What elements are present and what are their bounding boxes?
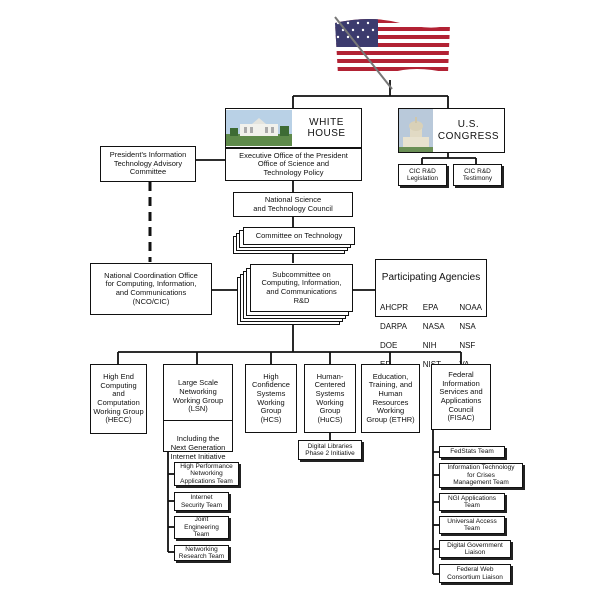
congress-title: U.S. CONGRESS: [437, 119, 500, 142]
fisac-team-label: Universal Access Team: [447, 517, 497, 532]
fisac-team-label: FedStats Team: [450, 448, 494, 456]
cic-legislation-box: CIC R&D Legislation: [398, 164, 447, 186]
pitac-label: President's Information Technology Advis…: [109, 150, 187, 177]
committee-technology-box: Committee on Technology: [243, 227, 355, 245]
hucs-box: Human- Centered Systems Working Group (H…: [304, 364, 356, 433]
agency-name: DOE: [380, 340, 398, 350]
lsn-team-label: Networking Research Team: [178, 545, 225, 560]
fisac-team-label: Federal Web Consortium Liaison: [447, 566, 503, 581]
cic-testimony-box: CIC R&D Testimony: [453, 164, 502, 186]
congress-box: U.S. CONGRESS: [398, 108, 505, 153]
hecc-label: High End Computing and Computation Worki…: [93, 372, 144, 425]
lsn-team-box: Joint Engineering Team: [174, 516, 229, 539]
digital-libraries-box: Digital Libraries Phase 2 Initiative: [298, 440, 362, 460]
lsn-box: Large Scale Networking Working Group (LS…: [163, 364, 233, 460]
hecc-box: High End Computing and Computation Worki…: [90, 364, 147, 434]
hucs-label: Human- Centered Systems Working Group (H…: [314, 371, 346, 424]
fisac-team-box: Universal Access Team: [439, 516, 505, 534]
lsn-team-label: High Performance Networking Applications…: [180, 462, 233, 485]
lsn-team-label: Internet Security Team: [180, 494, 223, 509]
lsn-team-label: Joint Engineering Team: [184, 516, 219, 539]
agency-name: NSA: [459, 322, 476, 332]
capitol-photo-icon: [399, 109, 433, 152]
fisac-team-label: NGI Applications Team: [447, 494, 497, 509]
executive-office-box: Executive Office of the President Office…: [225, 148, 362, 181]
agency-name: NOAA: [459, 303, 482, 313]
pitac-box: President's Information Technology Advis…: [100, 146, 196, 182]
fisac-box: Federal Information Services and Applica…: [431, 364, 491, 430]
agency-name: DARPA: [380, 322, 407, 332]
lsn-team-box: High Performance Networking Applications…: [174, 462, 239, 486]
subcommittee-box: Subcommittee on Computing, Information, …: [250, 264, 353, 312]
participating-agencies-box: Participating Agencies AHCPR DARPA DOE E…: [375, 259, 487, 369]
ngi-label: Including the Next Generation Internet I…: [170, 434, 226, 461]
agency-name: NSF: [459, 340, 476, 350]
committee-technology-label: Committee on Technology: [255, 230, 343, 240]
nco-label: National Coordination Office for Computi…: [104, 270, 198, 306]
white-house-box: WHITE HOUSE: [225, 108, 362, 148]
agency-name: NASA: [422, 322, 445, 332]
fisac-team-box: Information Technology for Crises Manage…: [439, 463, 523, 488]
cic-testimony-label: CIC R&D Testimony: [462, 167, 493, 182]
white-house-photo-icon: [226, 110, 292, 146]
hcs-label: High Confidence Systems Working Group (H…: [252, 371, 290, 424]
fisac-team-box: NGI Applications Team: [439, 493, 505, 511]
fisac-team-box: Federal Web Consortium Liaison: [439, 564, 511, 583]
agency-name: EPA: [422, 303, 439, 313]
cic-legislation-label: CIC R&D Legislation: [406, 167, 439, 182]
fisac-team-box: FedStats Team: [439, 446, 505, 458]
agency-name: AHCPR: [380, 303, 409, 313]
white-house-title: WHITE HOUSE: [307, 116, 346, 140]
lsn-team-box: Internet Security Team: [174, 492, 229, 511]
fisac-team-label: Information Technology for Crises Manage…: [447, 464, 515, 487]
nstc-box: National Science and Technology Council: [233, 192, 353, 217]
digital-libraries-label: Digital Libraries Phase 2 Initiative: [305, 442, 355, 457]
executive-office-label: Executive Office of the President Office…: [239, 150, 348, 177]
fisac-team-box: Digital Government Liaison: [439, 540, 511, 558]
us-flag-icon: [334, 16, 450, 90]
nco-box: National Coordination Office for Computi…: [90, 263, 212, 315]
lsn-label: Large Scale Networking Working Group (LS…: [164, 374, 232, 421]
ethr-box: Education, Training, and Human Resources…: [361, 364, 420, 433]
hcs-box: High Confidence Systems Working Group (H…: [245, 364, 297, 433]
participating-agencies-title: Participating Agencies: [381, 271, 481, 283]
lsn-team-box: Networking Research Team: [174, 545, 229, 561]
fisac-label: Federal Information Services and Applica…: [439, 370, 483, 423]
nstc-label: National Science and Technology Council: [253, 194, 333, 213]
ethr-label: Education, Training, and Human Resources…: [366, 371, 415, 424]
agency-name: NIH: [422, 340, 437, 350]
fisac-team-label: Digital Government Liaison: [447, 541, 503, 556]
subcommittee-label: Subcommittee on Computing, Information, …: [261, 269, 342, 305]
